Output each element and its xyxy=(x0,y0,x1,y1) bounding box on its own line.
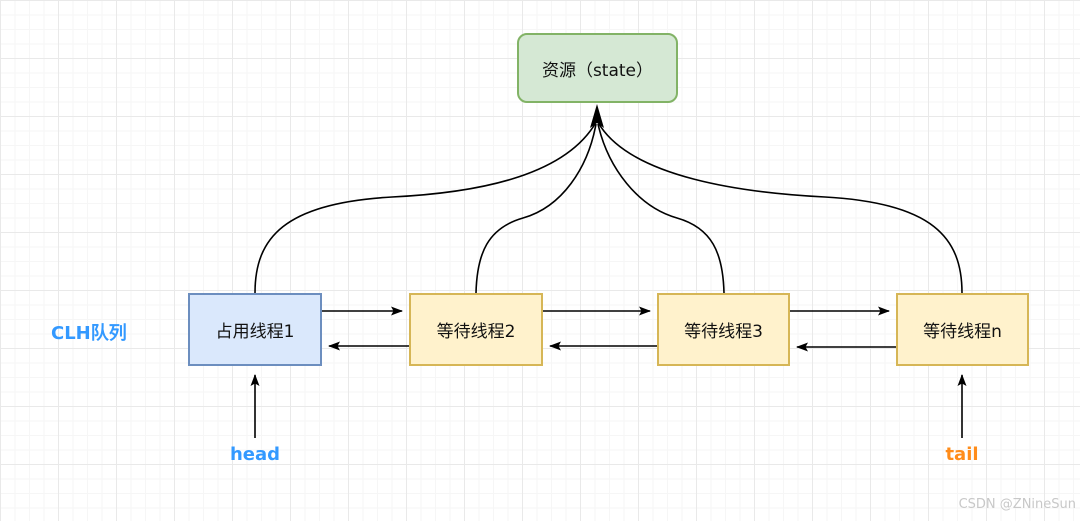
thread-node-label: 等待线程2 xyxy=(436,322,516,342)
thread-node-label: 占用线程1 xyxy=(215,322,295,342)
resource-node: 资源（state） xyxy=(517,33,678,103)
head-pointer-label: head xyxy=(229,444,281,465)
clh-queue-label: CLH队列 xyxy=(51,323,127,344)
thread-node-occupying: 占用线程1 xyxy=(188,293,322,366)
thread-node-label: 等待线程n xyxy=(923,322,1002,342)
resource-arrowhead xyxy=(590,104,604,128)
csdn-watermark: CSDN @ZNineSun xyxy=(958,497,1076,512)
thread-node-waiting-3: 等待线程3 xyxy=(657,293,790,366)
edge-lines xyxy=(250,123,967,438)
curve-thread3-to-resource xyxy=(597,123,725,294)
curve-thread2-to-resource xyxy=(475,123,597,294)
thread-node-waiting-n: 等待线程n xyxy=(896,293,1029,366)
curve-threadn-to-resource xyxy=(598,123,963,294)
thread-node-label: 等待线程3 xyxy=(684,322,763,342)
thread-node-waiting-2: 等待线程2 xyxy=(409,293,543,366)
tail-pointer-label: tail xyxy=(945,444,979,465)
resource-node-label: 资源（state） xyxy=(541,60,654,81)
curve-thread1-to-resource xyxy=(254,123,596,294)
